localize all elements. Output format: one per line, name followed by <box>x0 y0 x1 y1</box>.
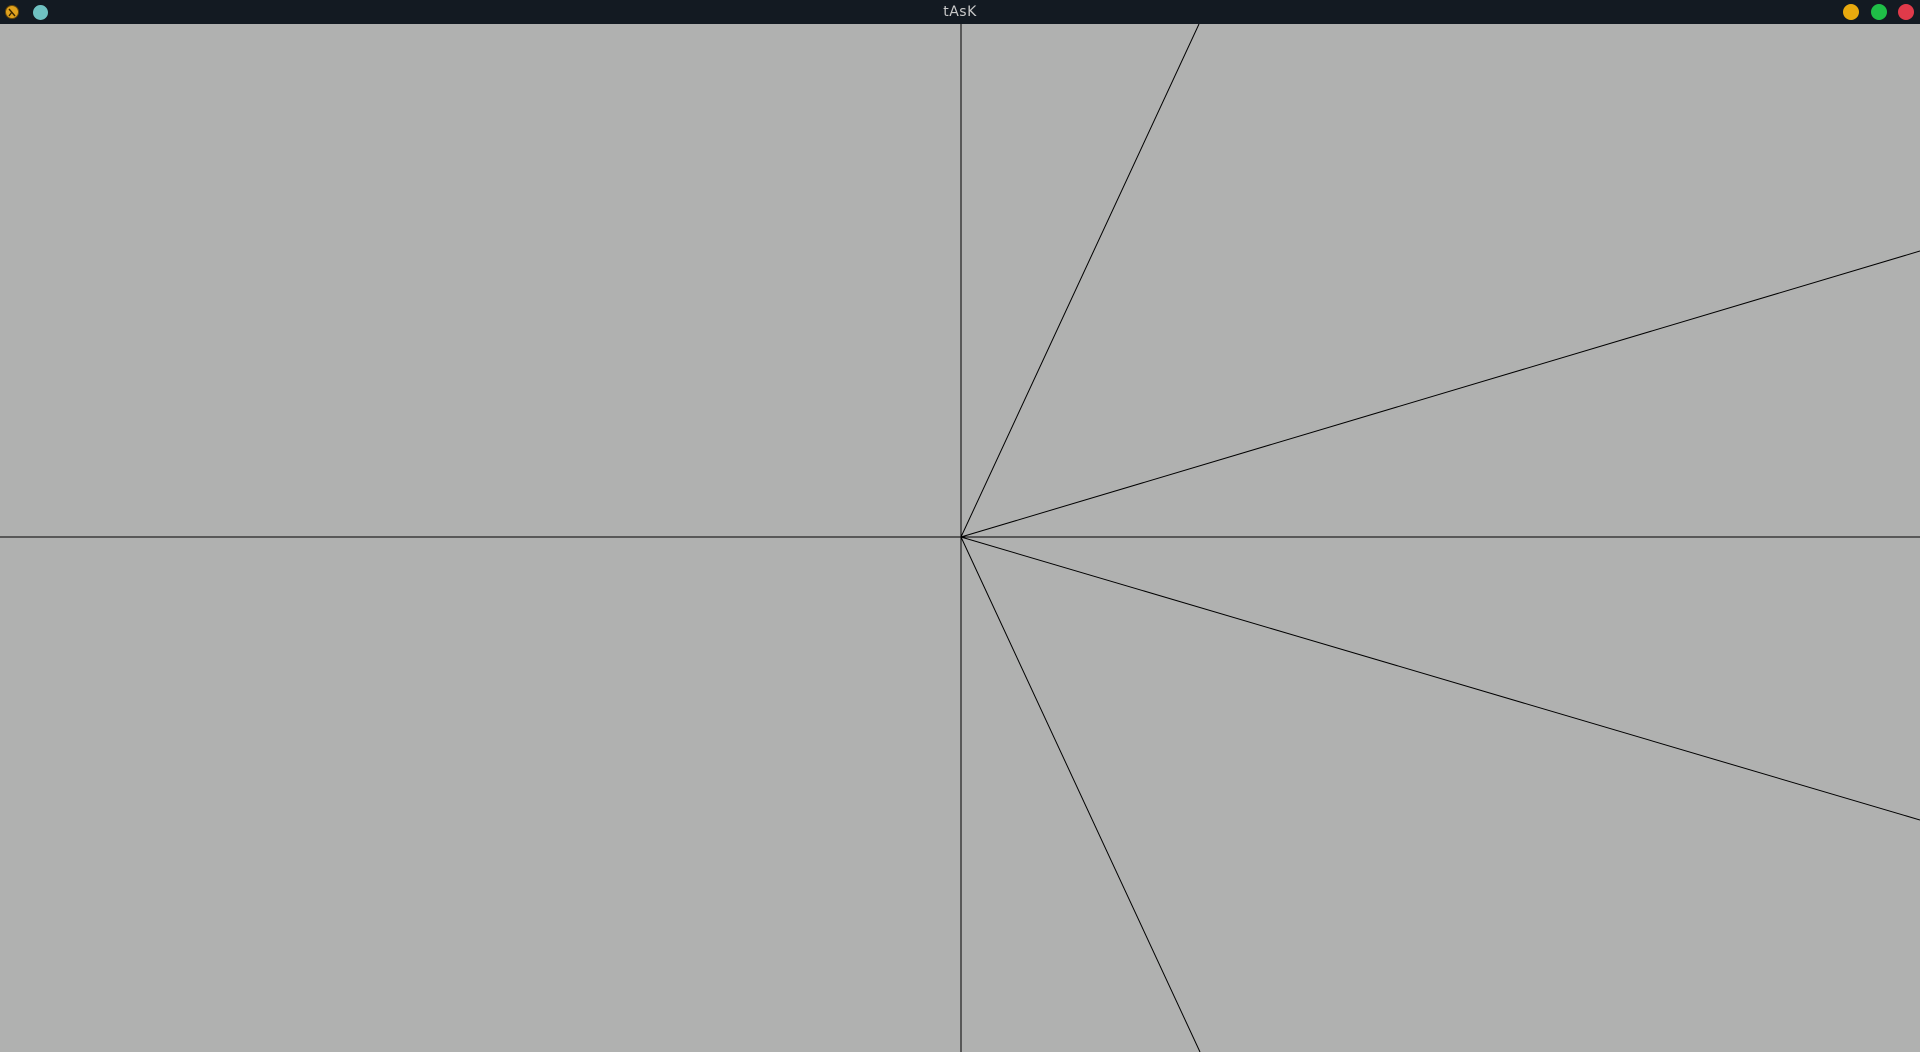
drawing-canvas[interactable] <box>0 24 1920 1052</box>
app-menu-icon[interactable] <box>5 5 19 19</box>
ray-line-lower-steep <box>960 536 1201 1052</box>
ray-line-upper-steep <box>960 24 1200 538</box>
sticky-icon[interactable] <box>33 5 48 20</box>
app-menu-glyph <box>8 8 16 17</box>
window-titlebar[interactable]: tAsK <box>0 0 1920 24</box>
maximize-icon[interactable] <box>1871 4 1887 20</box>
minimize-icon[interactable] <box>1843 4 1859 20</box>
drawing-surface <box>0 24 1920 1052</box>
ray-line-upper-shallow <box>960 250 1920 538</box>
ray-line-lower-shallow <box>960 536 1920 821</box>
close-icon[interactable] <box>1898 4 1914 20</box>
window-title: tAsK <box>943 4 977 20</box>
